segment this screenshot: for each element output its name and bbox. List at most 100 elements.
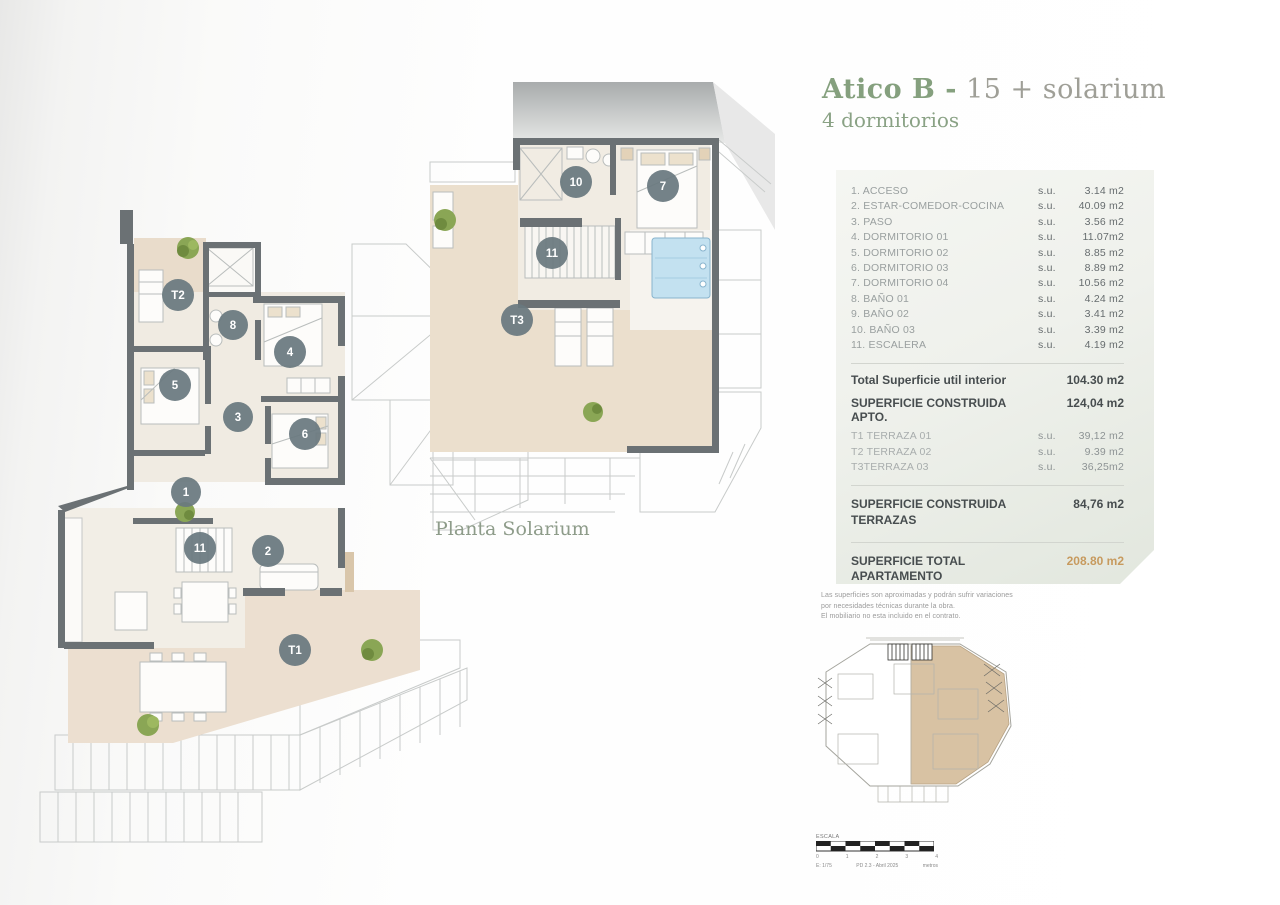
su-label: s.u. <box>1038 338 1056 351</box>
room-area: 3.39 m2 <box>1084 323 1124 336</box>
apartment-name: Atico B - <box>822 74 957 105</box>
room-area: 3.14 m2 <box>1084 185 1124 197</box>
su-label: s.u. <box>1038 277 1056 290</box>
key-plan-lattice <box>817 663 1005 725</box>
scale-bar-graphic <box>816 841 934 852</box>
room-label: 3. PASO <box>851 215 893 228</box>
room-badge: T1 <box>288 645 302 657</box>
scale-bar: ESCALA 0 1 2 3 4 E: 1/75 PD 2.3 - Abril … <box>816 834 938 869</box>
disclaimer-line: por necesidades técnicas durante la obra… <box>821 602 956 610</box>
room-badge: 8 <box>230 320 237 332</box>
constructed-value: 124,04 m2 <box>1066 396 1124 411</box>
su-label: s.u. <box>1038 185 1056 197</box>
total-util-value: 104.30 m2 <box>1066 373 1124 388</box>
room-label: 10. BAÑO 03 <box>851 323 916 336</box>
solarium-plan-label: Planta Solarium <box>435 518 590 540</box>
room-badge: 6 <box>302 429 308 441</box>
su-label: s.u. <box>1038 292 1056 305</box>
room-badge: 1 <box>183 487 190 499</box>
room-badge: 10 <box>570 177 583 189</box>
scale-bar-title: ESCALA <box>816 834 840 840</box>
room-badge: T2 <box>171 290 184 302</box>
room-badge: 3 <box>235 412 241 424</box>
tick-label: 0 <box>816 854 819 860</box>
solarium-floor-plan: 10 7 11 T3 <box>429 82 775 521</box>
su-label: s.u. <box>1038 445 1056 458</box>
area-row: 10. BAÑO 03 s.u. 3.39 m2 <box>851 324 1124 339</box>
room-badge: 4 <box>287 347 294 359</box>
total-apartment-value: 208.80 m2 <box>1066 553 1124 568</box>
area-row: 8. BAÑO 01 s.u. 4.24 m2 <box>851 293 1124 308</box>
scale-ratio: E: 1/75 <box>816 863 832 869</box>
room-label: 6. DORMITORIO 03 <box>851 261 949 274</box>
room-area: 8.89 m2 <box>1084 261 1124 274</box>
drawing-reference: PD 2.3 - Abril 2025 <box>856 863 899 869</box>
constructed-row: SUPERFICIE CONSTRUIDA APTO. 124,04 m2 <box>851 396 1124 424</box>
room-area: 4.24 m2 <box>1084 292 1124 305</box>
key-plan-details <box>837 637 979 803</box>
su-label: s.u. <box>1038 231 1056 244</box>
room-area: 3.41 m2 <box>1084 308 1124 321</box>
apartment-variant: 15 + solarium <box>956 74 1167 105</box>
tick-label: 3 <box>905 854 909 860</box>
area-row: 7. DORMITORIO 04 s.u. 10.56 m2 <box>851 277 1124 292</box>
page-title: Atico B - 15 + solarium <box>822 74 1166 105</box>
room-badge: 5 <box>172 380 179 392</box>
area-row: 2. ESTAR-COMEDOR-COCINA s.u. 40.09 m2 <box>851 200 1124 215</box>
tick-label: 4 <box>935 854 938 860</box>
scale-units: metros <box>922 863 938 869</box>
building-key-plan <box>817 637 1012 803</box>
room-badge: 2 <box>265 546 271 558</box>
room-badge: 11 <box>194 543 207 555</box>
room-badge: 11 <box>546 248 559 260</box>
main-floor-plan: T2 8 4 5 3 6 1 11 2 T1 <box>39 210 529 843</box>
key-plan-cores <box>887 643 933 661</box>
solarium-trees <box>434 209 603 422</box>
divider <box>851 363 1124 364</box>
su-label: s.u. <box>1038 323 1056 336</box>
page-header: Atico B - 15 + solarium 4 dormitorios <box>822 74 1166 132</box>
terrace-area: 39,12 m2 <box>1078 430 1124 443</box>
total-apartment-label: SUPERFICIE TOTAL APARTAMENTO <box>851 553 966 584</box>
room-area: 11.07m2 <box>1082 231 1124 244</box>
su-label: s.u. <box>1038 430 1056 443</box>
room-label: 2. ESTAR-COMEDOR-COCINA <box>851 200 1005 213</box>
room-label: 11. ESCALERA <box>851 338 927 351</box>
room-label: 8. BAÑO 01 <box>851 292 910 305</box>
tick-label: 2 <box>875 854 879 860</box>
scale-bar-ticks: 0 1 2 3 4 <box>816 854 938 860</box>
su-label: s.u. <box>1038 461 1056 474</box>
room-label: 1. ACCESO <box>851 185 909 197</box>
terrace-row: T1 TERRAZA 01 s.u. 39,12 m2 <box>851 430 1124 445</box>
room-area: 10.56 m2 <box>1078 277 1124 290</box>
divider <box>851 485 1124 486</box>
room-area: 3.56 m2 <box>1084 215 1124 228</box>
area-summary-panel: 1. ACCESO s.u. 3.14 m2 2. ESTAR-COMEDOR-CO… <box>836 170 1154 584</box>
scale-bar-footer: E: 1/75 PD 2.3 - Abril 2025 metros <box>816 863 938 869</box>
terrace-label: T1 TERRAZA 01 <box>851 430 932 443</box>
room-label: 9. BAÑO 02 <box>851 308 910 321</box>
terrace-label: T2 TERRAZA 02 <box>851 445 932 458</box>
terrace-label: T3TERRAZA 03 <box>851 461 929 474</box>
disclaimer-line: Las superficies son aproximadas y podrán… <box>821 592 1013 599</box>
area-row: 1. ACCESO s.u. 3.14 m2 <box>851 185 1124 200</box>
main-plan-badges: T2 8 4 5 3 6 1 11 2 T1 <box>159 279 321 666</box>
disclaimer-line: El mobiliario no esta incluido en el con… <box>821 613 961 620</box>
room-badge: 7 <box>660 181 666 193</box>
su-label: s.u. <box>1038 246 1056 259</box>
divider <box>851 542 1124 543</box>
su-label: s.u. <box>1038 200 1056 213</box>
room-label: 7. DORMITORIO 04 <box>851 277 949 290</box>
room-label: 5. DORMITORIO 02 <box>851 246 949 259</box>
roof-shadow <box>513 82 775 230</box>
highlighted-apartment-area <box>910 645 1010 785</box>
constructed-label: SUPERFICIE CONSTRUIDA APTO. <box>851 396 1006 425</box>
room-area: 40.09 m2 <box>1078 200 1124 213</box>
